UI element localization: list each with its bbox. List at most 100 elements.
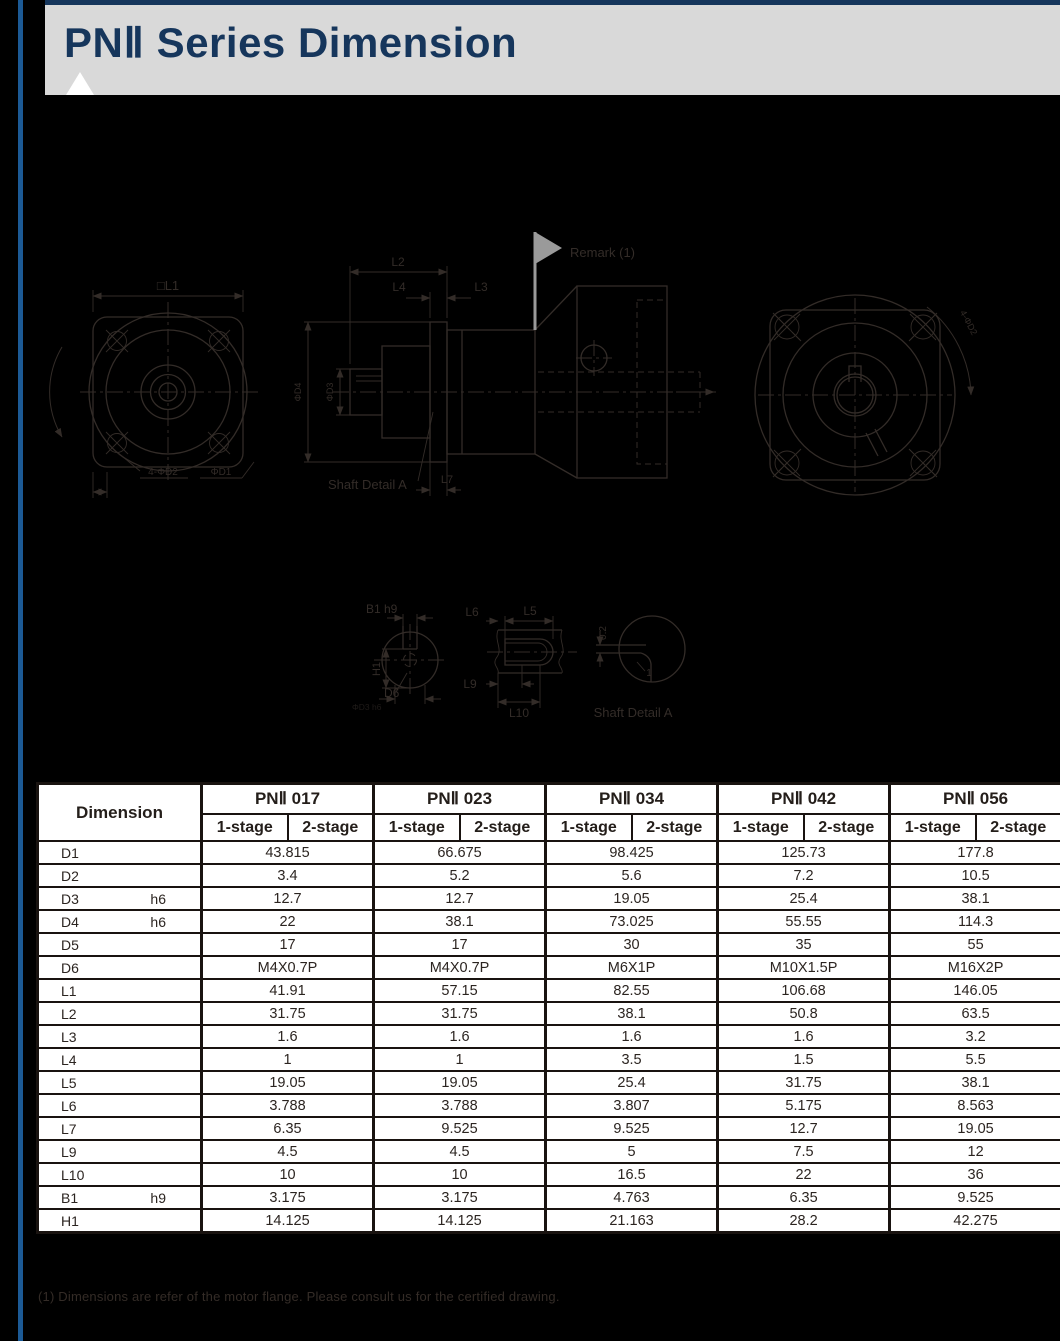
dim-symbol: L10 — [61, 1166, 85, 1183]
value-cell: 114.3 — [888, 909, 1060, 934]
dim-symbol: B1 — [61, 1189, 79, 1206]
value-cell: 14.125 — [372, 1208, 547, 1234]
drawing-label-l7: L7 — [441, 474, 453, 486]
value-cell: M4X0.7P — [372, 955, 547, 980]
drawing-label--d3-h6: ΦD3 h6 — [352, 702, 382, 712]
dim-label-cell: H1 — [36, 1208, 203, 1234]
col-header-stage: 2-stage — [630, 813, 719, 842]
value-cell: 1.6 — [372, 1024, 547, 1049]
value-cell: 4.5 — [199, 1139, 375, 1164]
value-cell: 57.15 — [372, 978, 547, 1003]
value-cell: 3.175 — [199, 1185, 375, 1210]
value-cell: 38.1 — [372, 909, 547, 934]
value-cell: 5.175 — [716, 1093, 891, 1118]
dim-symbol: D2 — [61, 867, 79, 884]
left-accent-stripe — [18, 0, 23, 1341]
dim-label-cell: D1 — [36, 840, 203, 865]
value-cell: 19.05 — [372, 1070, 547, 1095]
value-cell: 12 — [888, 1139, 1060, 1164]
drawing-label-shaft-detail-a: Shaft Detail A — [594, 705, 673, 720]
dim-symbol: L5 — [61, 1074, 77, 1091]
dim-symbol: L2 — [61, 1005, 77, 1022]
col-header-stage: 1-stage — [372, 813, 461, 842]
value-cell: 1.6 — [199, 1024, 375, 1049]
rear-view — [754, 294, 975, 496]
value-cell: 10.5 — [888, 863, 1060, 888]
dim-symbol: L7 — [61, 1120, 77, 1137]
drawing-label-l6: L6 — [465, 605, 479, 619]
value-cell: 28.2 — [716, 1208, 891, 1234]
col-header-model-0: PNⅡ 017 — [199, 782, 375, 815]
value-cell: 3.2 — [888, 1024, 1060, 1049]
value-cell: 16.5 — [544, 1162, 719, 1187]
drawing-label-b1-h9: B1 h9 — [366, 602, 398, 616]
value-cell: 12.7 — [372, 886, 547, 911]
front-view — [49, 290, 258, 498]
value-cell: 1.5 — [716, 1047, 891, 1072]
value-cell: 5 — [544, 1139, 719, 1164]
value-cell: 73.025 — [544, 909, 719, 934]
col-header-stage: 1-stage — [200, 813, 289, 842]
value-cell: 3.807 — [544, 1093, 719, 1118]
col-header-stage: 2-stage — [286, 813, 375, 842]
drawing-label-remark-1-: Remark (1) — [570, 245, 635, 260]
value-cell: 17 — [372, 932, 547, 957]
value-cell: 55.55 — [716, 909, 891, 934]
dim-symbol: L6 — [61, 1097, 77, 1114]
value-cell: 63.5 — [888, 1001, 1060, 1026]
value-cell: 38.1 — [544, 1001, 719, 1026]
value-cell: 7.2 — [716, 863, 891, 888]
value-cell: M6X1P — [544, 955, 719, 980]
col-header-model-4: PNⅡ 056 — [888, 782, 1060, 815]
value-cell: 7.5 — [716, 1139, 891, 1164]
value-cell: 9.525 — [372, 1116, 547, 1141]
footnote: (1) Dimensions are refer of the motor fl… — [38, 1289, 560, 1304]
dim-symbol: D3 — [61, 890, 79, 907]
dim-label-cell: L7 — [36, 1116, 203, 1141]
value-cell: 25.4 — [716, 886, 891, 911]
value-cell: 146.05 — [888, 978, 1060, 1003]
value-cell: 177.8 — [888, 840, 1060, 865]
value-cell: 55 — [888, 932, 1060, 957]
value-cell: 5.5 — [888, 1047, 1060, 1072]
drawing-label-4-d2: 4-ΦD2 — [148, 467, 178, 478]
value-cell: 82.55 — [544, 978, 719, 1003]
dim-symbol: L4 — [61, 1051, 77, 1068]
col-header-dimension: Dimension — [36, 782, 203, 842]
dim-symbol: D6 — [61, 959, 79, 976]
dim-symbol: L9 — [61, 1143, 77, 1160]
value-cell: 10 — [199, 1162, 375, 1187]
value-cell: 106.68 — [716, 978, 891, 1003]
value-cell: 9.525 — [888, 1185, 1060, 1210]
shaft-section-detail — [374, 614, 446, 704]
dim-label-cell: L2 — [36, 1001, 203, 1026]
dim-label-cell: L5 — [36, 1070, 203, 1095]
value-cell: 1 — [372, 1047, 547, 1072]
drawing-label-l4: L4 — [392, 280, 406, 294]
value-cell: 14.125 — [199, 1208, 375, 1234]
col-header-stage: 1-stage — [544, 813, 633, 842]
value-cell: 3.5 — [544, 1047, 719, 1072]
dim-label-cell: L6 — [36, 1093, 203, 1118]
value-cell: 31.75 — [716, 1070, 891, 1095]
value-cell: 3.788 — [372, 1093, 547, 1118]
drawing-label--l1: □L1 — [157, 278, 179, 293]
col-header-model-2: PNⅡ 034 — [544, 782, 719, 815]
value-cell: 3.4 — [199, 863, 375, 888]
value-cell: 19.05 — [544, 886, 719, 911]
dim-tolerance: h9 — [150, 1189, 166, 1206]
col-header-stage: 1-stage — [888, 813, 977, 842]
dim-tolerance: h6 — [150, 913, 166, 930]
drawing-label-l5: L5 — [523, 604, 537, 618]
value-cell: 36 — [888, 1162, 1060, 1187]
drawing-label-shaft-detail-a: Shaft Detail A — [328, 477, 407, 492]
value-cell: 22 — [199, 909, 375, 934]
